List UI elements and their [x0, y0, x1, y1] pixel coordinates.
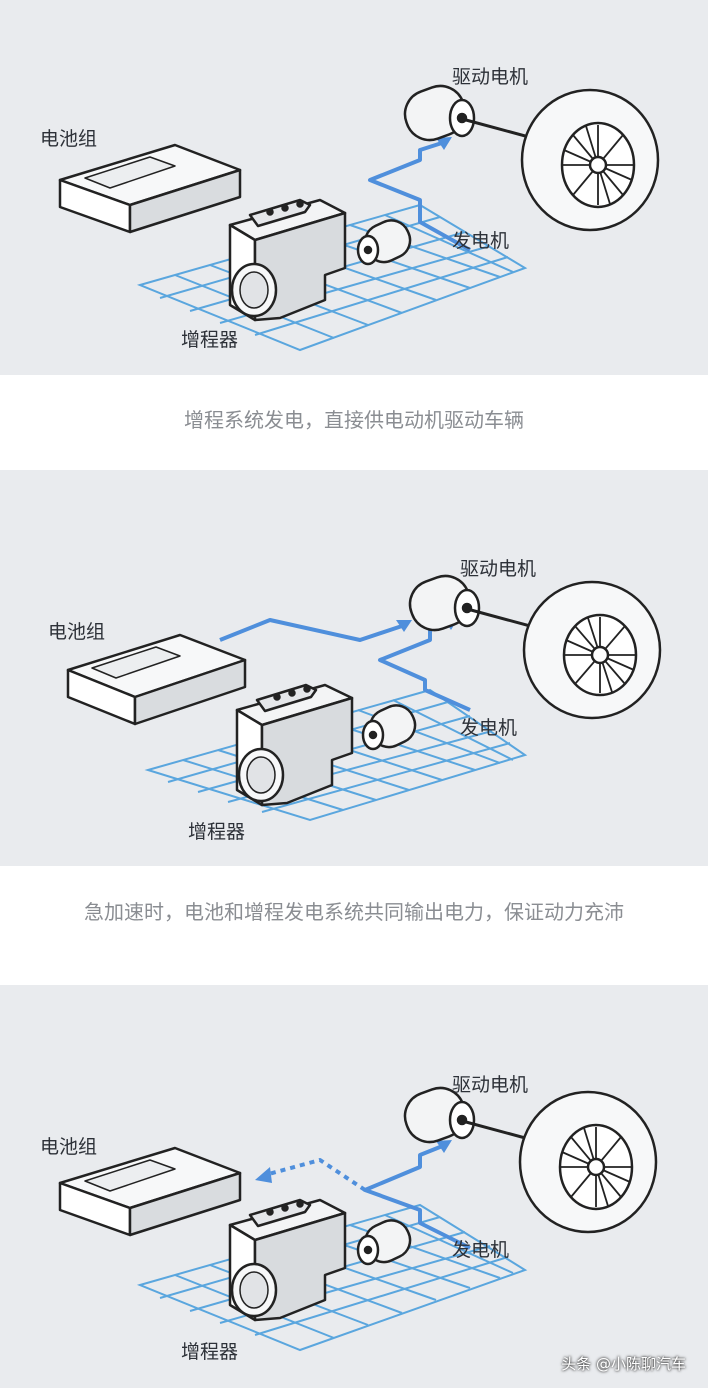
generator-label: 发电机	[452, 230, 510, 252]
generator-icon	[361, 704, 417, 751]
drive-motor-icon	[403, 84, 541, 142]
generator-label: 发电机	[452, 1239, 510, 1261]
range-extender-label: 增程器	[181, 1341, 239, 1363]
wheel-icon	[522, 580, 662, 720]
panel-3-illustration	[58, 1086, 658, 1352]
battery-pack-icon	[58, 143, 242, 234]
range-extender-icon	[235, 683, 354, 807]
battery-label: 电池组	[48, 621, 106, 643]
diagram-panel-1: 电池组 驱动电机 发电机 增程器	[0, 0, 708, 375]
drive-motor-label: 驱动电机	[460, 558, 537, 580]
panel-1-caption: 增程系统发电，直接供电动机驱动车辆	[184, 408, 524, 432]
diagram-panel-2: 电池组 驱动电机 发电机 增程器	[0, 470, 708, 866]
panel-2-illustration	[66, 574, 662, 822]
generator-icon	[356, 1219, 412, 1266]
wheel-icon	[518, 1090, 658, 1234]
panel-2-caption: 急加速时，电池和增程发电系统共同输出电力，保证动力充沛	[84, 900, 624, 924]
panel-1-illustration	[58, 84, 660, 352]
diagram-panel-3: 电池组 驱动电机 发电机 增程器 头条 @小陈聊汽车	[0, 985, 708, 1388]
generator-icon	[356, 219, 412, 266]
battery-pack-icon	[58, 1146, 242, 1237]
drive-motor-icon	[408, 574, 546, 632]
watermark: 头条 @小陈聊汽车	[561, 1355, 686, 1373]
range-extender-icon	[228, 198, 347, 322]
flow-arrow	[368, 137, 471, 252]
battery-pack-icon	[66, 633, 247, 726]
drive-motor-label: 驱动电机	[452, 1074, 529, 1096]
range-extender-label: 增程器	[188, 821, 246, 843]
drive-motor-label: 驱动电机	[452, 66, 529, 88]
battery-label: 电池组	[40, 1136, 98, 1158]
flow-arrow	[255, 1140, 471, 1250]
range-extender-label: 增程器	[181, 329, 239, 351]
wheel-icon	[520, 88, 660, 232]
battery-label: 电池组	[40, 128, 98, 150]
generator-label: 发电机	[460, 717, 518, 739]
range-extender-icon	[228, 1198, 347, 1322]
